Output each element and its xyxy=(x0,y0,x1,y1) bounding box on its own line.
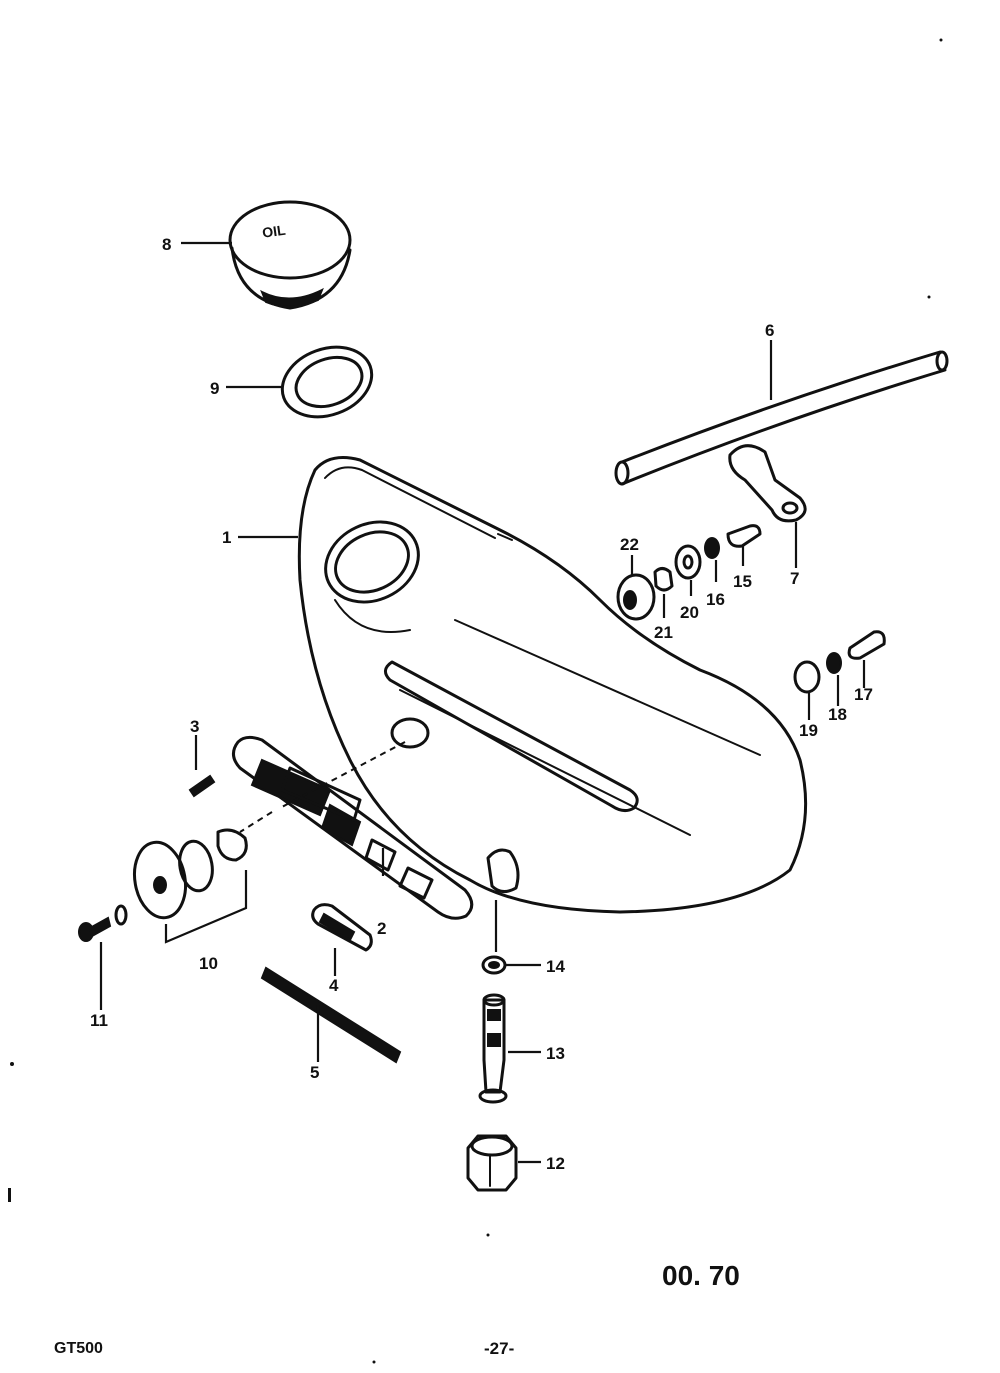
callout-9: 9 xyxy=(210,379,219,398)
callout-10: 10 xyxy=(199,954,218,973)
callout-labels: 1 2 3 4 5 6 7 8 9 10 11 12 13 14 15 16 1… xyxy=(90,235,873,1173)
callout-11: 11 xyxy=(90,1011,108,1030)
washer-part-14 xyxy=(481,955,507,975)
lower-mount-hardware xyxy=(793,630,886,694)
callout-7: 7 xyxy=(790,569,799,588)
assembly-line-gauge xyxy=(279,741,406,809)
cap-gasket-part-9 xyxy=(280,345,374,419)
breather-hose-part-6 xyxy=(614,350,949,486)
callout-4: 4 xyxy=(329,976,339,995)
callout-1: 1 xyxy=(222,528,231,547)
tape-part-5 xyxy=(260,966,402,1064)
callout-20: 20 xyxy=(680,603,699,622)
hose-clamp-part-7 xyxy=(728,444,807,523)
level-gauge-part-2 xyxy=(232,735,474,920)
page-number: -27- xyxy=(484,1339,515,1358)
callout-18: 18 xyxy=(828,705,847,724)
assembly-line-window xyxy=(239,811,273,833)
callout-12: 12 xyxy=(546,1154,565,1173)
callout-6: 6 xyxy=(765,321,774,340)
callout-14: 14 xyxy=(546,957,565,976)
upper-mount-hardware xyxy=(616,524,762,621)
callout-17: 17 xyxy=(854,685,873,704)
oil-cap-text: OIL xyxy=(261,222,287,241)
union-bolt-part-13 xyxy=(478,993,508,1104)
callout-5: 5 xyxy=(310,1063,319,1082)
model-name: GT500 xyxy=(54,1340,103,1357)
oil-cap-part-8: OIL xyxy=(228,200,352,310)
scan-speck xyxy=(486,1233,490,1237)
callout-22: 22 xyxy=(620,535,639,554)
leader-lines xyxy=(99,241,866,1164)
scan-speck xyxy=(10,1062,14,1066)
bolt-part-11 xyxy=(78,904,128,942)
callout-3: 3 xyxy=(190,717,199,736)
cap-nut-part-12 xyxy=(466,1134,518,1192)
callout-21: 21 xyxy=(654,623,673,642)
callout-8: 8 xyxy=(162,235,171,254)
scan-speck xyxy=(927,295,931,299)
callout-19: 19 xyxy=(799,721,818,740)
window-set-part-10 xyxy=(133,828,248,920)
oil-tank-part-1 xyxy=(297,456,808,914)
callout-16: 16 xyxy=(706,590,725,609)
scan-speck xyxy=(372,1360,376,1364)
screw-part-3 xyxy=(188,774,216,798)
scan-speck xyxy=(8,1188,11,1202)
emblem-part-4 xyxy=(311,903,373,952)
callout-15: 15 xyxy=(733,572,752,591)
plate-number: 00. 70 xyxy=(662,1260,740,1291)
callout-2: 2 xyxy=(377,919,386,938)
scan-speck xyxy=(939,38,943,42)
callout-13: 13 xyxy=(546,1044,565,1063)
